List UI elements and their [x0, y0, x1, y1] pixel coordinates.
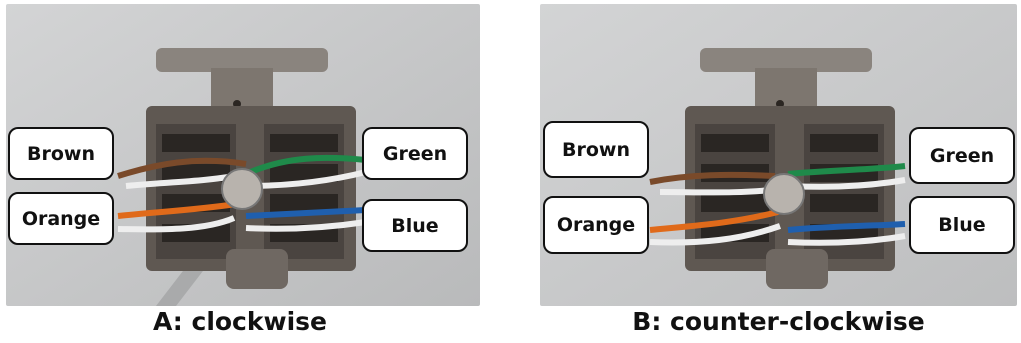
caption-a: A: clockwise [152, 307, 328, 336]
panel-b: Brown Orange Green Blue B: counter-clock… [536, 0, 1021, 343]
label-blue: Blue [362, 199, 468, 252]
label-orange: Orange [8, 192, 114, 245]
panel-a: Brown Orange Green Blue A: clockwise [0, 0, 480, 343]
label-green: Green [362, 127, 468, 180]
label-orange: Orange [543, 196, 649, 254]
label-blue: Blue [909, 196, 1015, 254]
label-brown: Brown [8, 127, 114, 180]
label-brown: Brown [543, 121, 649, 178]
label-green: Green [909, 127, 1015, 184]
caption-b: B: counter-clockwise [632, 307, 925, 336]
